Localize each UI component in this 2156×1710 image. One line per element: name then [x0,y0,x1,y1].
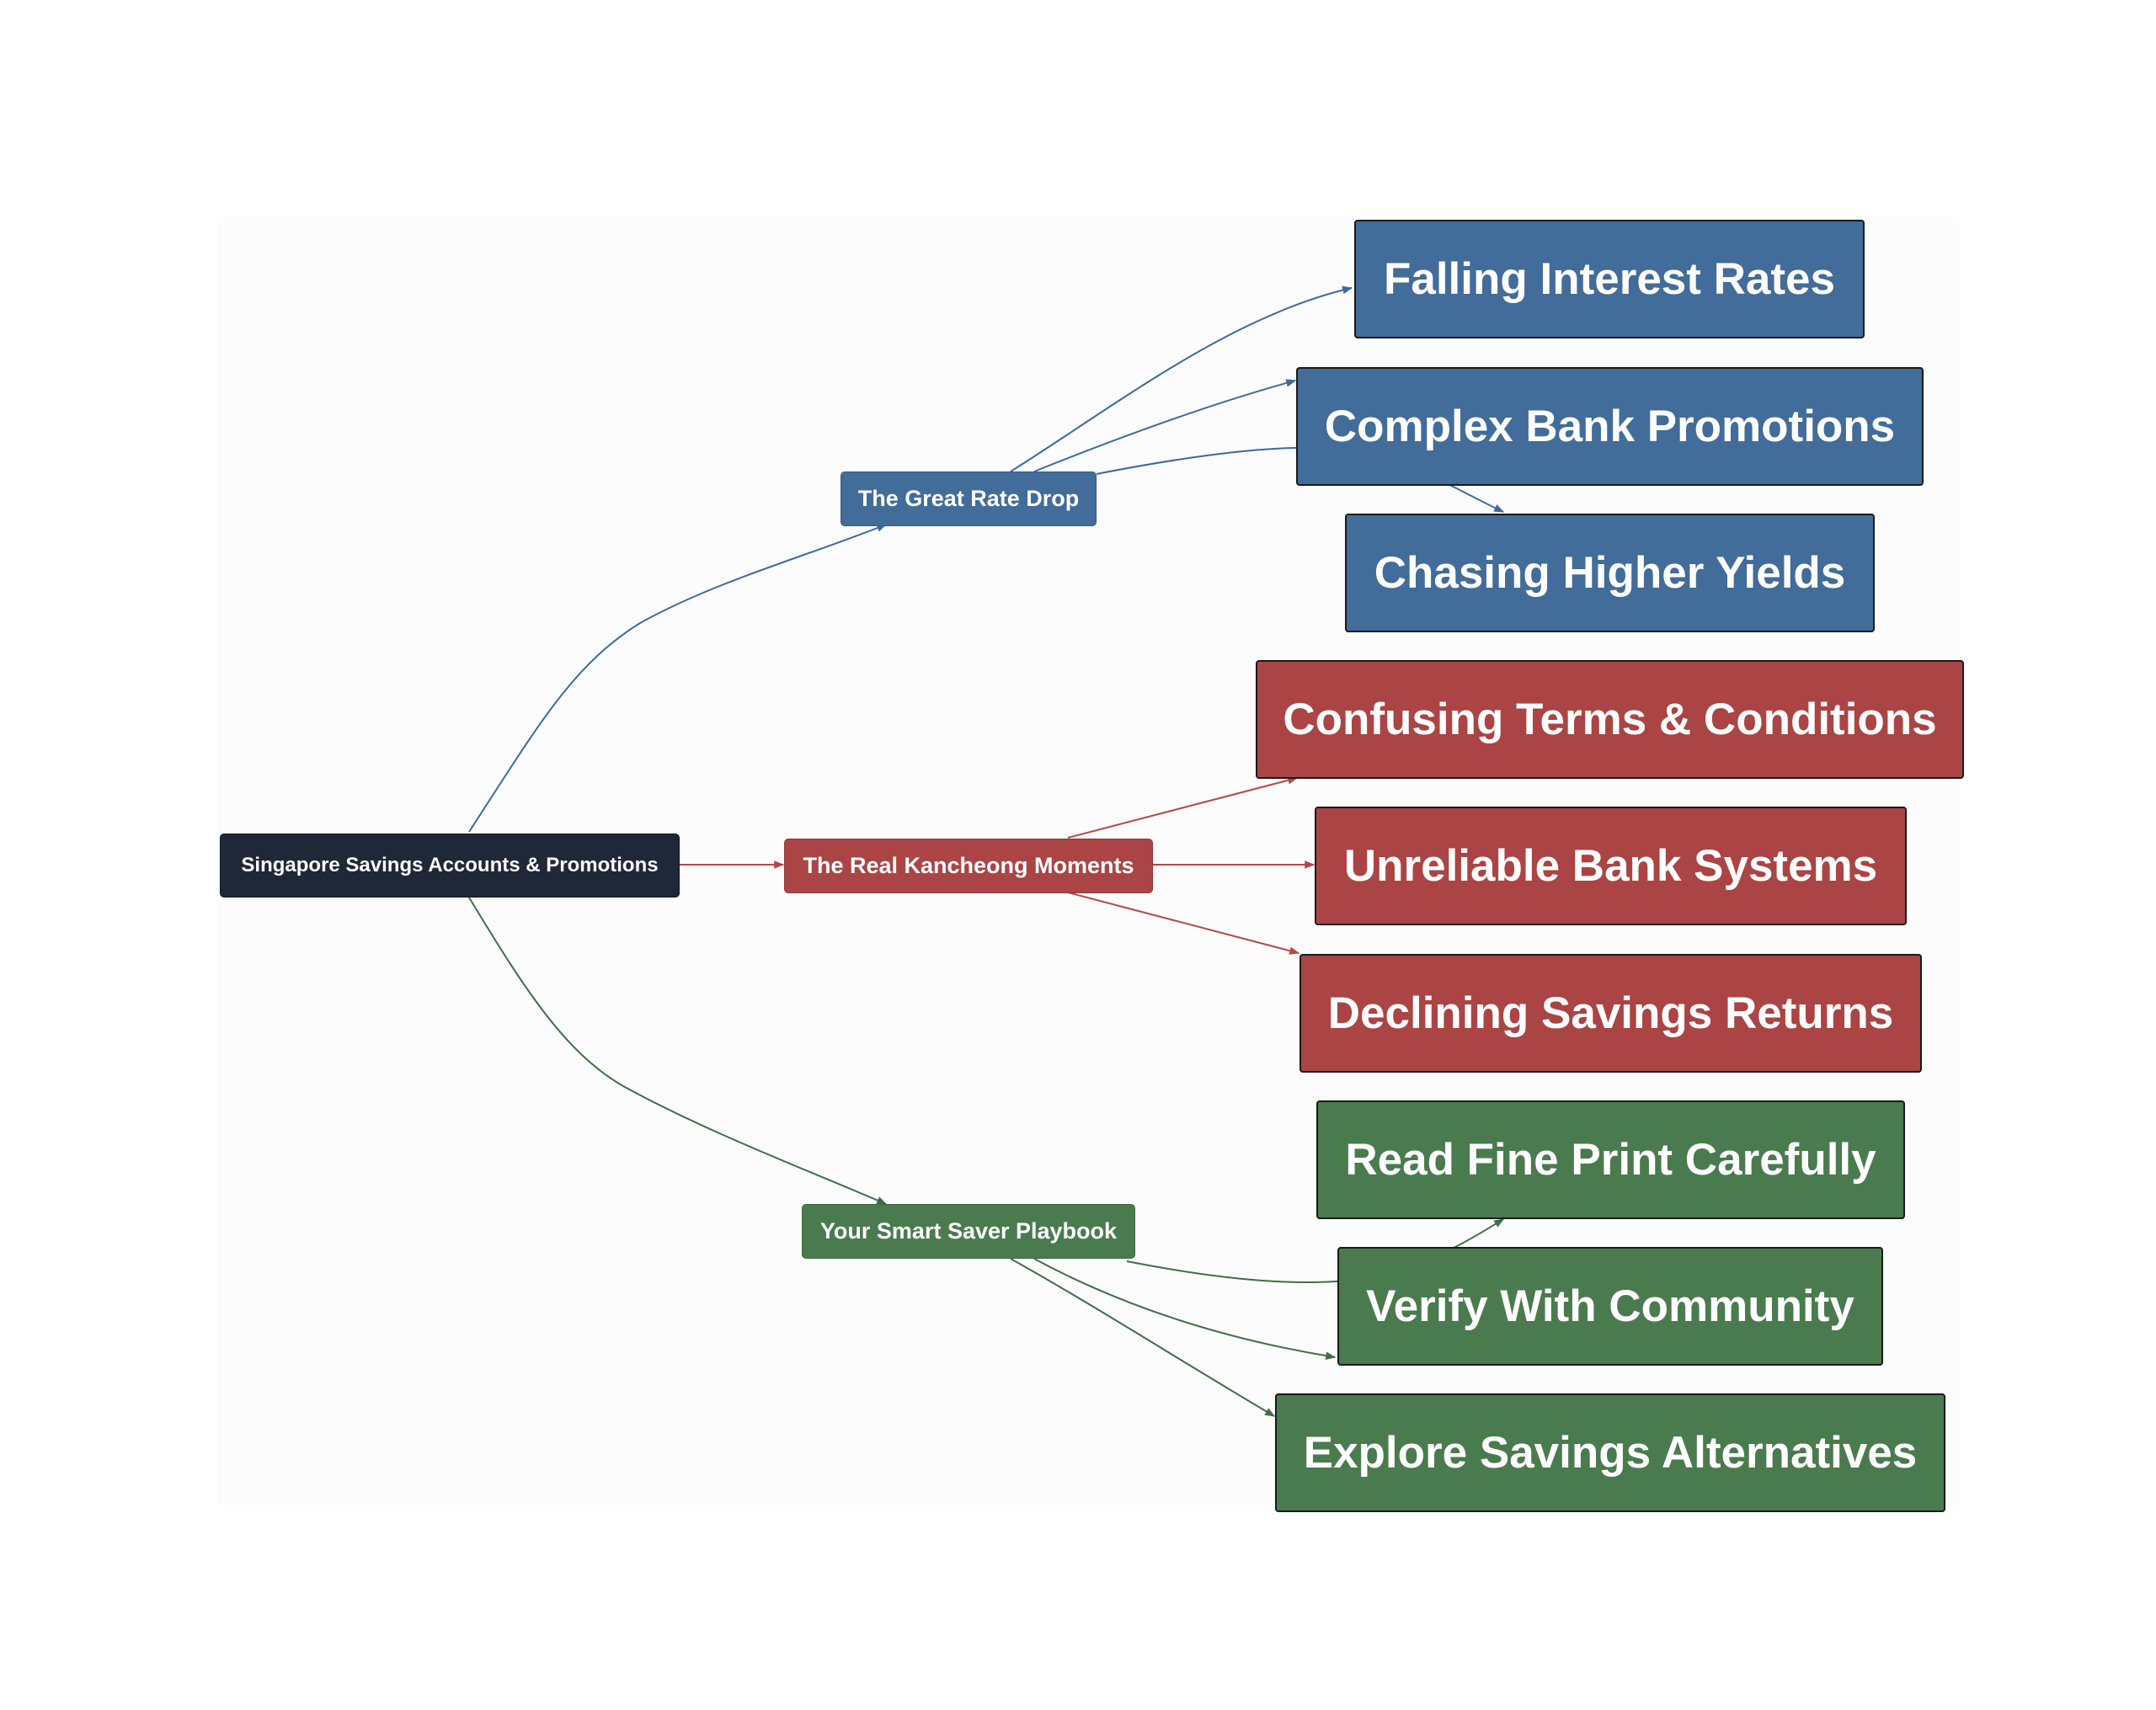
leaf-label: Declining Savings Returns [1327,988,1894,1038]
link-playbook-to-verify-community [1033,1258,1337,1360]
branch-node-kancheong[interactable]: The Real Kancheong Moments [784,839,1153,893]
branch-node-playbook[interactable]: Your Smart Saver Playbook [802,1204,1135,1259]
link-root-to-playbook [468,897,888,1205]
leaf-node-unreliable-bank-systems[interactable]: Unreliable Bank Systems [1315,807,1907,925]
leaf-label: Falling Interest Rates [1383,254,1836,304]
link-kancheong-to-confusing-terms [1067,776,1299,839]
leaf-node-declining-savings-returns[interactable]: Declining Savings Returns [1299,954,1922,1073]
leaf-label: Explore Savings Alternatives [1303,1428,1918,1478]
link-rate-drop-to-complex-promotions [1033,379,1297,472]
leaf-label: Chasing Higher Yields [1374,548,1846,598]
root-node-label: Singapore Savings Accounts & Promotions [241,854,659,876]
branch-label: The Great Rate Drop [857,486,1080,511]
root-node[interactable]: Singapore Savings Accounts & Promotions [220,834,680,898]
leaf-label: Unreliable Bank Systems [1343,841,1878,891]
link-root-to-rate-drop [468,524,888,833]
link-rate-drop-to-falling-rates [1010,285,1353,472]
link-playbook-to-explore-alternatives [1010,1258,1276,1417]
leaf-node-chasing-higher-yields[interactable]: Chasing Higher Yields [1345,514,1875,632]
branch-node-rate-drop[interactable]: The Great Rate Drop [841,471,1097,526]
leaf-node-verify-with-community[interactable]: Verify With Community [1337,1247,1883,1366]
branch-label: Your Smart Saver Playbook [819,1218,1118,1244]
leaf-label: Read Fine Print Carefully [1345,1135,1876,1185]
leaf-label: Verify With Community [1366,1281,1854,1331]
link-kancheong-to-declining-returns [1067,892,1300,955]
leaf-node-confusing-terms[interactable]: Confusing Terms & Conditions [1256,660,1964,779]
leaf-label: Complex Bank Promotions [1324,402,1896,451]
leaf-node-falling-interest-rates[interactable]: Falling Interest Rates [1354,220,1865,338]
branch-label: The Real Kancheong Moments [803,853,1134,878]
leaf-node-complex-bank-promotions[interactable]: Complex Bank Promotions [1296,367,1924,486]
leaf-node-read-fine-print[interactable]: Read Fine Print Carefully [1316,1100,1905,1219]
leaf-label: Confusing Terms & Conditions [1283,695,1937,744]
leaf-node-explore-alternatives[interactable]: Explore Savings Alternatives [1275,1393,1945,1512]
